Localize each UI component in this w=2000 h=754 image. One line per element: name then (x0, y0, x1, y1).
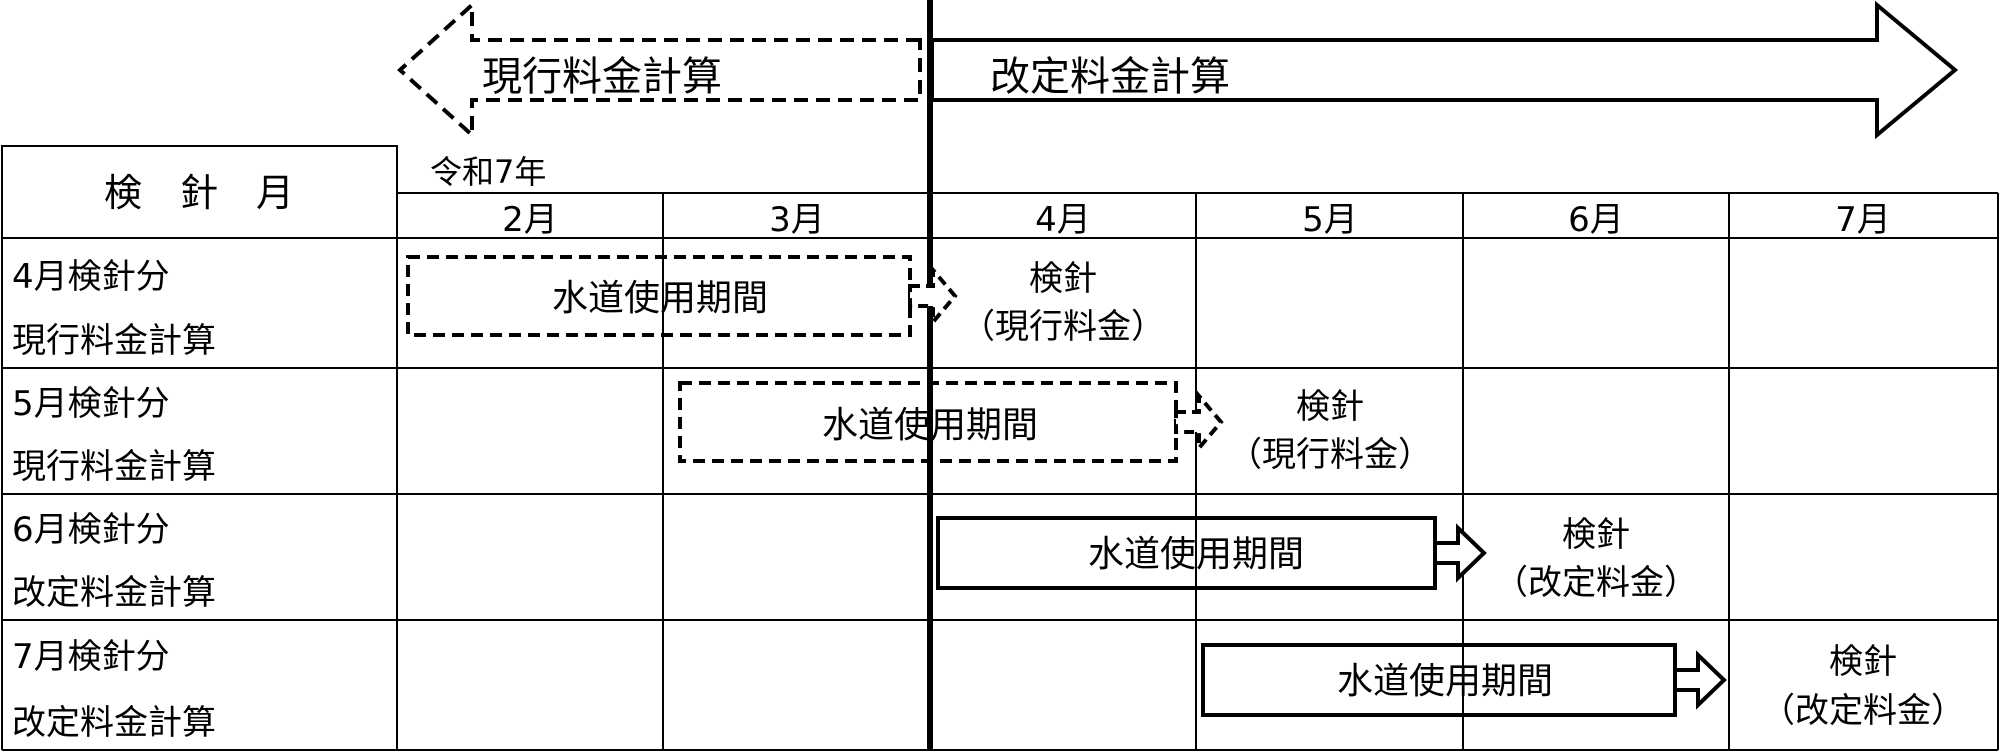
usage-period-arrowhead (1174, 390, 1224, 454)
meter-reading-note: （改定料金） (1761, 691, 1965, 731)
usage-period-label: 水道使用期間 (822, 405, 1038, 446)
meter-reading-label: 検針 (1296, 387, 1364, 427)
month-header: 4月 (1035, 200, 1091, 240)
meter-reading-note: （改定料金） (1494, 563, 1698, 603)
row-label-reading: 5月検針分 (12, 384, 170, 424)
current-billing-arrow-label: 現行料金計算 (482, 54, 722, 100)
row-labels: 4月検針分 現行料金計算 5月検針分 現行料金計算 6月検針分 改定料金計算 7… (12, 257, 216, 743)
usage-period-arrowhead (908, 264, 958, 328)
row-label-reading: 4月検針分 (12, 257, 170, 297)
era-label: 令和7年 (430, 153, 546, 191)
revised-billing-arrow-label: 改定料金計算 (990, 54, 1230, 100)
month-header: 7月 (1835, 200, 1891, 240)
month-header: 5月 (1302, 200, 1358, 240)
usage-period-label: 水道使用期間 (1088, 534, 1304, 575)
usage-period-label: 水道使用期間 (1337, 661, 1553, 702)
usage-period-row-1: 水道使用期間 検針 （現行料金） (406, 255, 1165, 347)
month-header: 3月 (769, 200, 825, 240)
usage-period-row-2: 水道使用期間 検針 （現行料金） (678, 381, 1432, 475)
month-header: 6月 (1568, 200, 1624, 240)
usage-period-row-3: 水道使用期間 検針 （改定料金） (936, 515, 1698, 603)
revised-billing-arrow (930, 0, 1959, 140)
meter-reading-label: 検針 (1562, 515, 1630, 555)
usage-period-arrowhead (1673, 650, 1727, 710)
row-label-calc: 現行料金計算 (12, 321, 216, 361)
row-label-calc: 現行料金計算 (12, 447, 216, 487)
usage-period-row-4: 水道使用期間 検針 （改定料金） (1201, 642, 1965, 731)
usage-period-arrowhead (1433, 523, 1487, 583)
row-label-calc: 改定料金計算 (12, 573, 216, 613)
month-header: 2月 (502, 200, 558, 240)
header-label: 検 針 月 (104, 171, 294, 215)
usage-period-label: 水道使用期間 (552, 278, 768, 319)
current-billing-arrow (397, 0, 922, 140)
meter-reading-note: （現行料金） (1228, 435, 1432, 475)
meter-reading-label: 検針 (1829, 642, 1897, 682)
meter-reading-label: 検針 (1029, 259, 1097, 299)
month-headers: 2月 3月 4月 5月 6月 7月 (502, 200, 1891, 240)
meter-reading-note: （現行料金） (961, 307, 1165, 347)
row-label-reading: 6月検針分 (12, 510, 170, 550)
row-label-reading: 7月検針分 (12, 637, 170, 677)
schedule-table (1, 145, 1999, 751)
row-label-calc: 改定料金計算 (12, 703, 216, 743)
